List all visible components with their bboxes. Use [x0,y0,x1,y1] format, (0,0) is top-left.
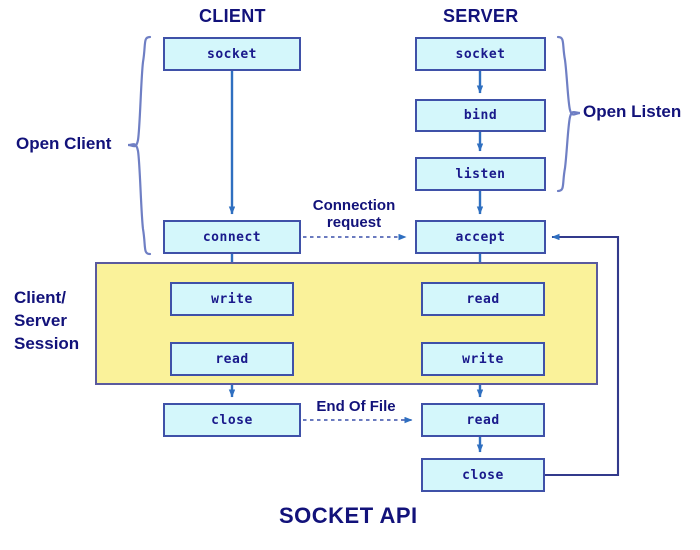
client-column-heading: CLIENT [199,6,266,26]
node-label: socket [207,46,257,62]
node-label: close [211,412,253,428]
node-server-socket[interactable]: socket [415,37,546,71]
node-label: socket [455,46,506,62]
open-client-group-label: Open Client [16,134,112,153]
node-client-write[interactable]: write [170,282,294,316]
node-client-close[interactable]: close [163,403,301,437]
diagram-title: SOCKET API [279,503,418,528]
node-server-read2[interactable]: read [421,403,545,437]
node-server-listen[interactable]: listen [415,157,546,191]
brace-open-listen [556,35,581,193]
node-server-read1[interactable]: read [421,282,545,316]
client-server-session-label: Client/ Server Session [14,288,80,353]
node-server-write[interactable]: write [421,342,545,376]
node-label: connect [202,229,262,245]
node-client-socket[interactable]: socket [163,37,301,71]
node-server-bind[interactable]: bind [415,99,546,132]
node-label: read [466,412,500,428]
node-label: bind [463,108,498,123]
node-client-connect[interactable]: connect [163,220,301,254]
node-label: read [215,351,249,367]
end-of-file-label: End Of File [316,398,396,415]
brace-open-client [127,35,152,256]
node-label: close [462,467,504,483]
loop-server-close-to-accept [545,233,620,477]
node-label: write [211,291,253,307]
node-client-read[interactable]: read [170,342,294,376]
node-label: write [462,351,504,367]
connection-request-label: Connection request [312,197,396,231]
node-label: listen [455,166,506,182]
open-listen-group-label: Open Listen [583,102,682,121]
node-label: accept [455,229,506,245]
server-column-heading: SERVER [443,6,519,26]
node-server-close[interactable]: close [421,458,545,492]
node-server-accept[interactable]: accept [415,220,546,254]
node-label: read [466,291,500,307]
